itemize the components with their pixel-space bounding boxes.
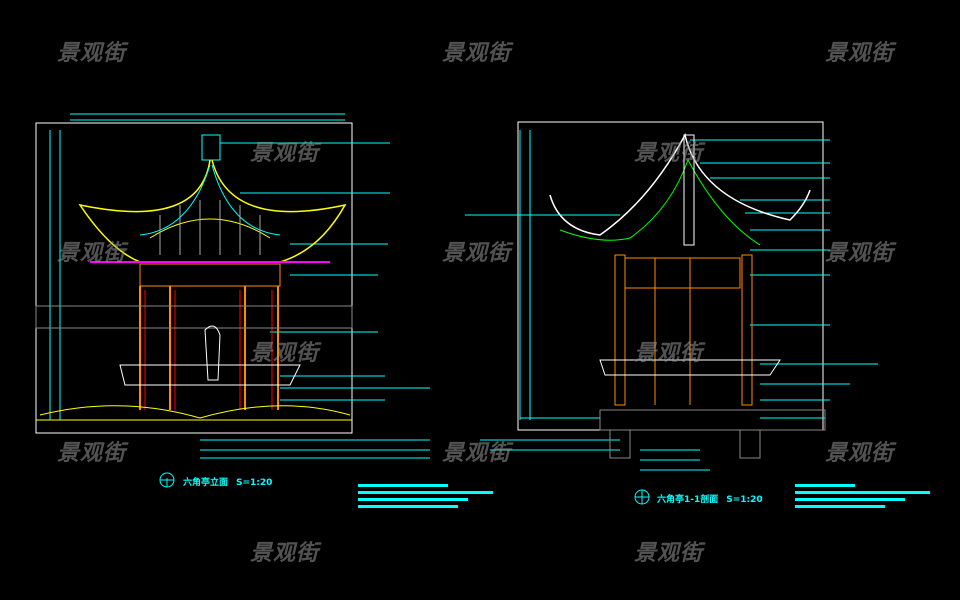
watermark: 景观街 <box>634 341 704 366</box>
watermark: 景观街 <box>442 241 512 266</box>
annotation-blocks <box>358 484 930 508</box>
watermark: 景观街 <box>442 41 512 66</box>
watermark: 景观街 <box>634 541 704 566</box>
watermark: 景观街 <box>57 441 127 466</box>
watermark: 景观街 <box>442 441 512 466</box>
watermark: 景观街 <box>825 441 895 466</box>
watermark: 景观街 <box>250 541 320 566</box>
watermark: 景观街 <box>825 241 895 266</box>
watermark: 景观街 <box>250 341 320 366</box>
elevation-drawing <box>35 113 430 459</box>
watermark: 景观街 <box>634 141 704 166</box>
watermark: 景观街 <box>250 141 320 166</box>
section-drawing <box>465 121 878 471</box>
watermark: 景观街 <box>825 41 895 66</box>
watermark: 景观街 <box>57 41 127 66</box>
watermark: 景观街 <box>57 241 127 266</box>
